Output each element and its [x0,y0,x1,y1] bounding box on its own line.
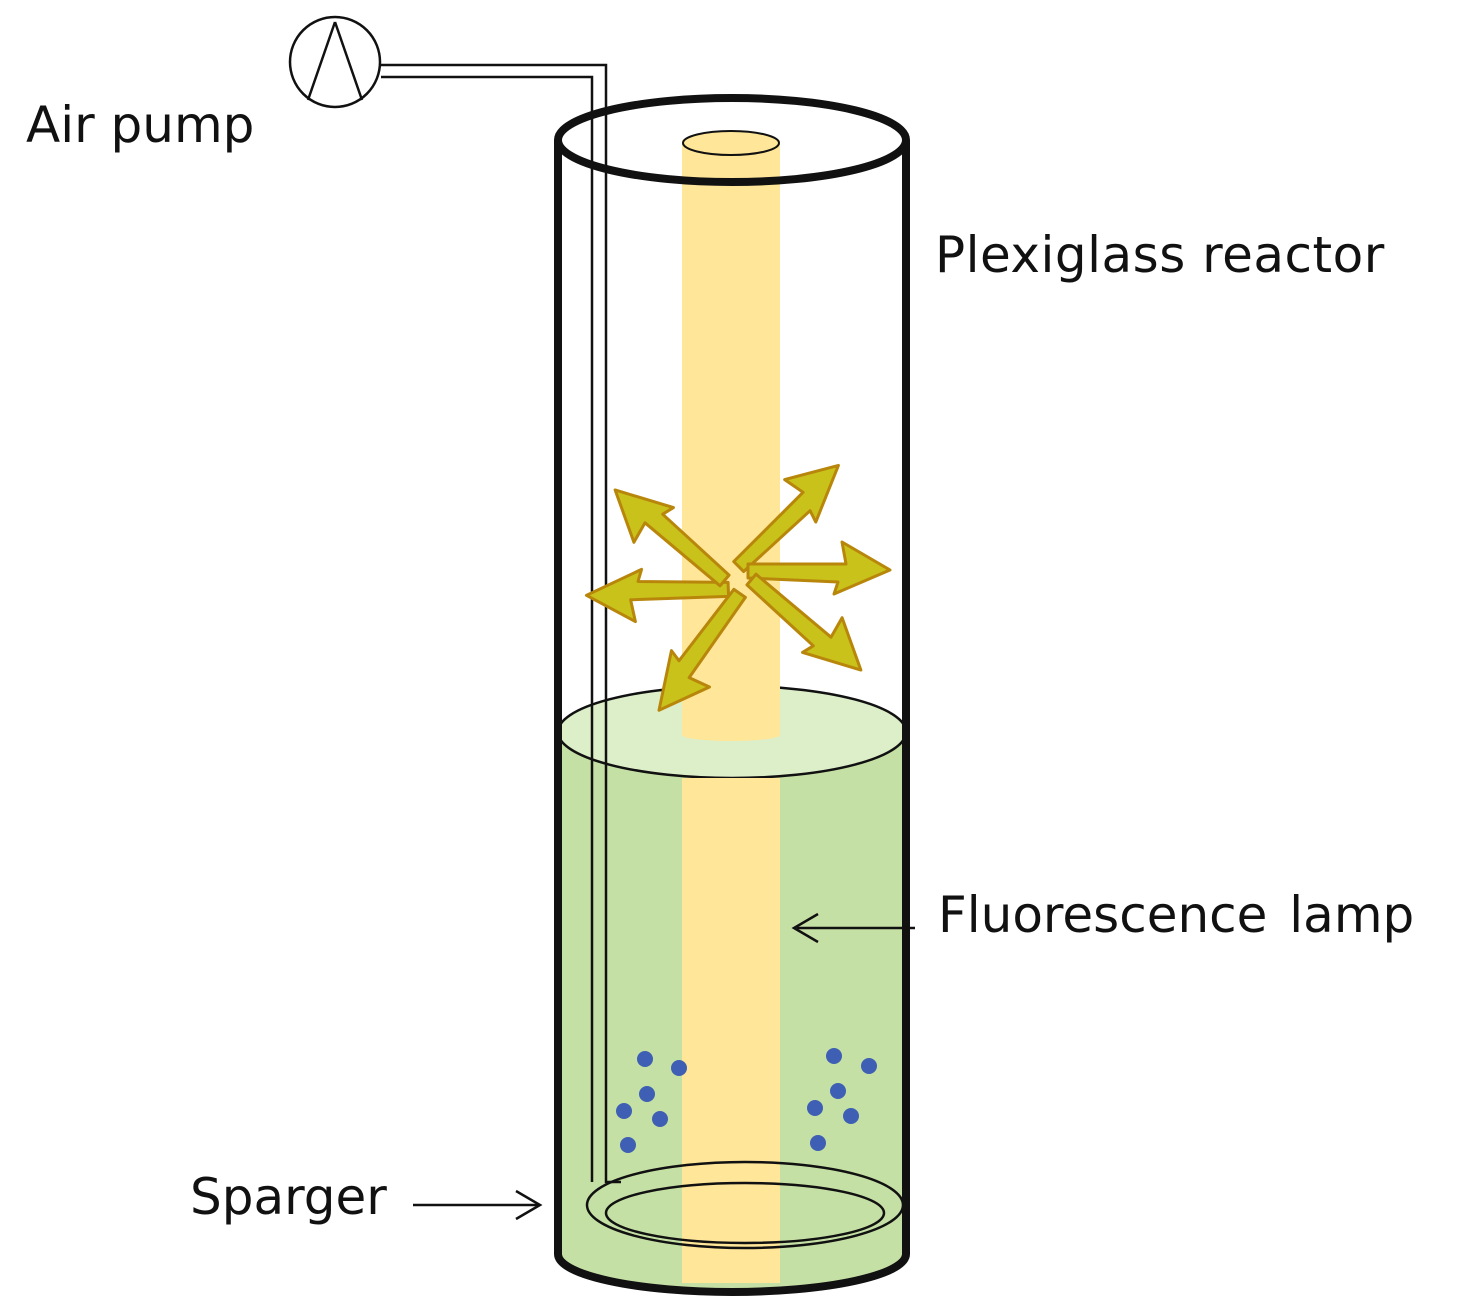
sparger-label: Sparger [190,1168,387,1226]
air-tube [381,63,621,1184]
radial-arrows-icon [584,463,892,712]
lamp-pointer-arrow [791,912,915,944]
plexiglass-reactor-label: Plexiglass reactor [935,226,1385,284]
plexiglass-reactor [554,94,910,1296]
air-bubbles [616,1048,877,1153]
sparger-pointer-arrow [413,1189,543,1221]
air-pump-label: Air pump [26,96,255,154]
fluorescence-lamp-label: Fluorescence lamp [938,886,1415,944]
pump-triangle-icon [288,15,382,109]
fluorescence-lamp [682,130,780,1283]
